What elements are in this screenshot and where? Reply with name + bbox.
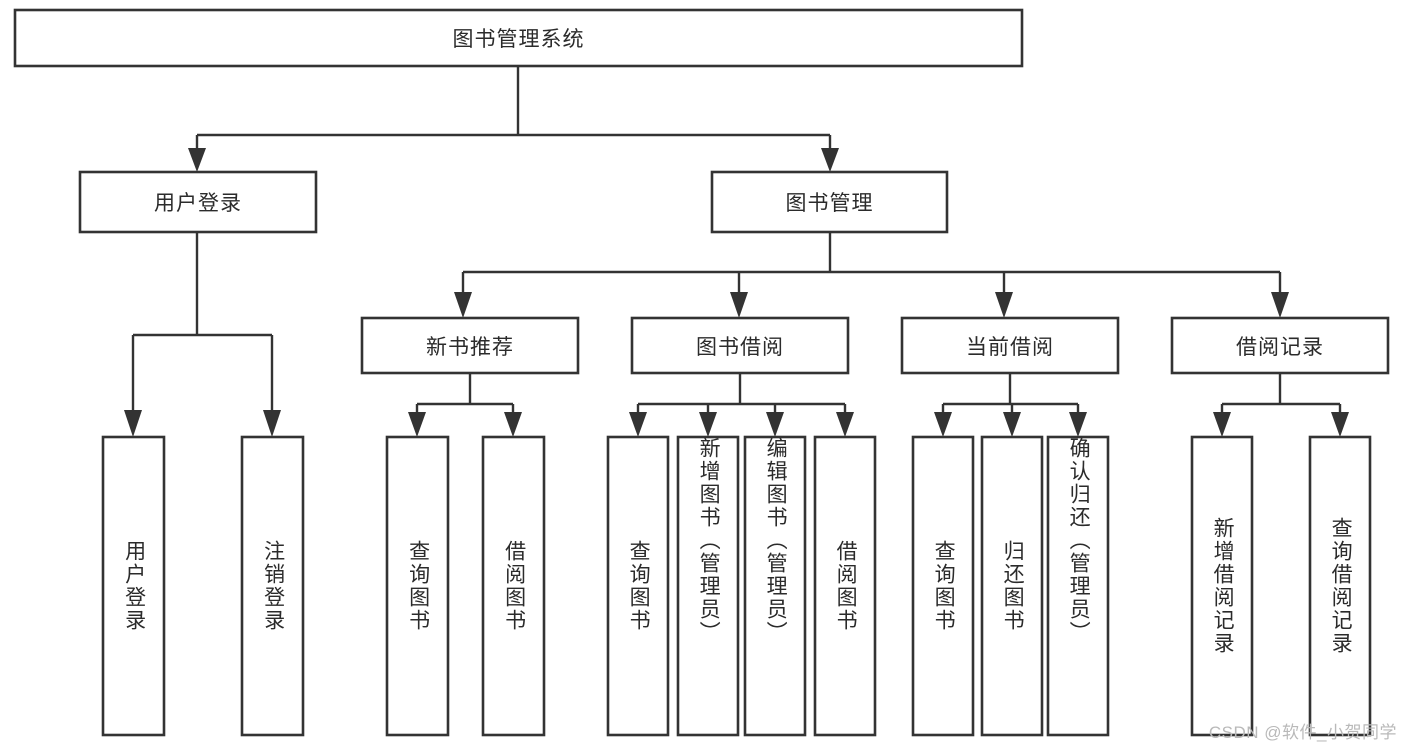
node-box-book-borrow[interactable] [630,316,850,375]
arrow-to-leaf-borrow-book [836,412,854,437]
arrow-to-book-management [821,148,839,172]
edges-borrow-record-to-leaves [1213,373,1349,437]
arrow-to-leaf-user-login [124,410,142,437]
node-box-leaf-user-login[interactable] [101,435,166,737]
arrow-to-leaf-logout [263,410,281,437]
node-box-leaf-borrow-book[interactable] [813,435,877,737]
node-box-user-login[interactable] [78,170,318,234]
csdn-watermark: CSDN @软件_小贺同学 [1208,723,1397,742]
edges-current-borrow-to-leaves [934,373,1087,437]
node-box-leaf-logout[interactable] [240,435,305,737]
node-box-root[interactable] [13,8,1024,68]
arrow-to-leaf-return-book [1003,412,1021,437]
node-box-leaf-query-borrow-record[interactable] [1308,435,1372,737]
arrow-to-leaf-query-book-borrow [629,412,647,437]
edges-new-book-recommend-to-leaves [408,373,522,437]
arrow-to-leaf-add-book-admin [699,412,717,437]
arrow-to-leaf-borrow-book-recommend [504,412,522,437]
node-box-leaf-query-book-borrow[interactable] [606,435,670,737]
edges-book-borrow-to-leaves [629,373,854,437]
node-box-book-management[interactable] [710,170,949,234]
node-box-borrow-record[interactable] [1170,316,1390,375]
node-box-leaf-add-borrow-record[interactable] [1190,435,1254,737]
arrow-to-book-borrow [730,292,748,318]
arrow-to-current-borrow [995,292,1013,318]
node-box-leaf-return-book[interactable] [980,435,1044,737]
edges-book-management-to-level3 [454,232,1289,318]
node-box-leaf-query-book-recommend[interactable] [385,435,450,737]
arrow-to-new-book-recommend [454,292,472,318]
node-box-leaf-confirm-return-admin[interactable] [1046,435,1110,737]
arrow-to-leaf-edit-book-admin [766,412,784,437]
node-box-leaf-add-book-admin[interactable] [676,435,740,737]
arrow-to-leaf-query-book-current [934,412,952,437]
node-box-leaf-edit-book-admin[interactable] [743,435,807,737]
arrow-to-user-login [188,148,206,172]
arrow-to-leaf-query-book-recommend [408,412,426,437]
edges-user-login-to-leaves [124,232,281,437]
arrow-to-leaf-add-borrow-record [1213,412,1231,437]
arrow-to-leaf-query-borrow-record [1331,412,1349,437]
node-box-leaf-query-book-current[interactable] [911,435,975,737]
node-box-leaf-borrow-book-recommend[interactable] [481,435,546,737]
node-box-current-borrow[interactable] [900,316,1120,375]
arrow-to-borrow-record [1271,292,1289,318]
node-box-new-book-recommend[interactable] [360,316,580,375]
node-boxes [13,8,1390,737]
arrow-to-leaf-confirm-return-admin [1069,412,1087,437]
edges-root-to-level2 [188,66,839,172]
